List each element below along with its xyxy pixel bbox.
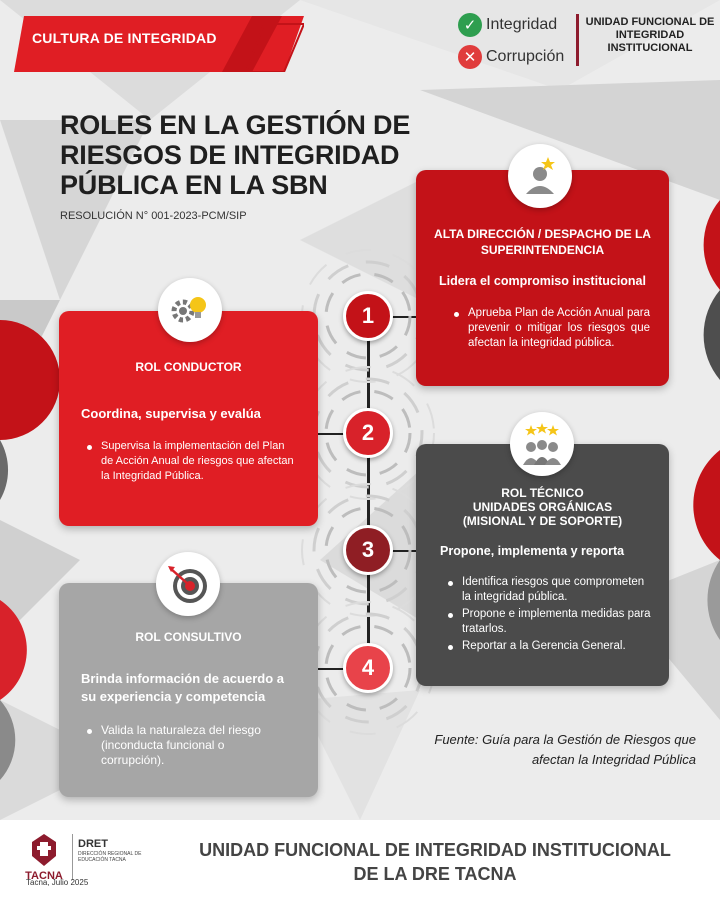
heading-line: UNIDADES ORGÁNICAS (472, 500, 613, 514)
list-item: Identifica riesgos que comprometen la in… (446, 575, 656, 605)
resolution-subtitle: RESOLUCIÓN N° 001-2023-PCM/SIP (60, 210, 247, 222)
star-person-icon (526, 157, 555, 194)
logo-tacna-text: TACNA (25, 870, 63, 882)
legend-corrupcion: ✕ Corrupción (458, 42, 578, 72)
team-stars-badge (510, 412, 574, 476)
card-rol-conductor: ROL CONDUCTOR Coordina, supervisa y eval… (59, 311, 318, 526)
tacna-emblem-icon (32, 834, 56, 866)
legend-integridad: ✓ Integridad (458, 10, 578, 40)
heading-line: ROL TÉCNICO (501, 486, 584, 500)
unit-title-line: INTEGRIDAD (615, 29, 685, 41)
footer-date: Tacna, Julio 2025 (26, 878, 89, 887)
card-subheading: Lidera el compromiso institucional (439, 274, 646, 288)
target-badge (156, 552, 220, 616)
banner-shape (14, 16, 304, 72)
card-list: Aprueba Plan de Acción Anual para preven… (452, 306, 650, 353)
logo-dret-text: DRET (78, 838, 108, 850)
heading-line: SUPERINTENDENCIA (480, 243, 605, 257)
cross-icon: ✕ (458, 45, 482, 69)
unit-title-line: UNIDAD FUNCIONAL DE (585, 16, 715, 28)
card-heading: ROL CONDUCTOR (135, 360, 242, 374)
footer-title-line: DE LA DRE TACNA (353, 864, 517, 884)
legend-label: Corrupción (486, 48, 565, 65)
list-item: Valida la naturaleza del riesgo (incondu… (85, 723, 281, 768)
footer-title: UNIDAD FUNCIONAL DE INTEGRIDAD INSTITUCI… (150, 838, 720, 886)
subheading-line: Brinda información de acuerdo a (81, 671, 284, 686)
step-4-node: 4 (343, 643, 393, 693)
subheading-line: su experiencia y competencia (81, 689, 266, 704)
connector-3 (392, 550, 418, 552)
step-2-node: 2 (343, 408, 393, 458)
list-item: Supervisa la implementación del Plan de … (85, 439, 297, 484)
gears-bulb-badge (158, 278, 222, 342)
gears-bulb-icon (171, 297, 206, 323)
team-stars-icon (523, 423, 561, 465)
list-item: Aprueba Plan de Acción Anual para preven… (452, 306, 650, 351)
source-note: Fuente: Guía para la Gestión de Riesgos … (400, 730, 696, 770)
source-line: afectan la Integridad Pública (531, 752, 696, 767)
title-line: RIESGOS DE INTEGRIDAD (60, 140, 400, 170)
card-heading: ROL CONSULTIVO (135, 630, 242, 644)
title-line: ROLES EN LA GESTIÓN DE (60, 110, 411, 140)
step-1-node: 1 (343, 291, 393, 341)
card-subheading: Brinda información de acuerdo a su exper… (81, 670, 311, 706)
page-title: ROLES EN LA GESTIÓN DE RIESGOS DE INTEGR… (60, 110, 420, 200)
integrity-legend: ✓ Integridad ✕ Corrupción (458, 10, 578, 74)
banner-label: CULTURA DE INTEGRIDAD (32, 30, 217, 46)
footer: TACNA DRET DIRECCIÓN REGIONAL DE EDUCACI… (0, 820, 720, 900)
unit-title-line: INSTITUCIONAL (607, 42, 693, 54)
unit-title: UNIDAD FUNCIONAL DE INTEGRIDAD INSTITUCI… (584, 16, 716, 55)
connector-4 (318, 668, 344, 670)
card-list: Identifica riesgos que comprometen la in… (446, 575, 656, 656)
footer-title-line: UNIDAD FUNCIONAL DE INTEGRIDAD INSTITUCI… (199, 840, 671, 860)
star-person-badge (508, 144, 572, 208)
dret-logo: TACNA DRET DIRECCIÓN REGIONAL DE EDUCACI… (16, 830, 146, 888)
card-rol-tecnico: ROL TÉCNICO UNIDADES ORGÁNICAS (MISIONAL… (416, 444, 669, 686)
title-line: PÚBLICA EN LA SBN (60, 170, 328, 200)
source-line: Fuente: Guía para la Gestión de Riesgos … (434, 732, 696, 747)
card-heading: ALTA DIRECCIÓN / DESPACHO DE LA SUPERINT… (416, 226, 669, 258)
step-3-node: 3 (343, 525, 393, 575)
card-heading: ROL TÉCNICO UNIDADES ORGÁNICAS (MISIONAL… (416, 486, 669, 528)
list-item: Reportar a la Gerencia General. (446, 639, 656, 654)
legend-label: Integridad (486, 16, 558, 33)
background-facets (0, 0, 720, 820)
connector-2 (318, 433, 344, 435)
card-alta-direccion: ALTA DIRECCIÓN / DESPACHO DE LA SUPERINT… (416, 170, 669, 386)
check-icon: ✓ (458, 13, 482, 37)
list-item: Propone e implementa medidas para tratar… (446, 607, 656, 637)
logo-dret-subtext: DIRECCIÓN REGIONAL DE EDUCACIÓN TACNA (78, 851, 142, 863)
card-list: Supervisa la implementación del Plan de … (85, 439, 297, 486)
card-rol-consultivo: ROL CONSULTIVO Brinda información de acu… (59, 583, 318, 797)
connector-1 (392, 316, 418, 318)
card-subheading: Coordina, supervisa y evalúa (81, 406, 261, 421)
logo-divider (72, 834, 73, 880)
legend-divider (576, 14, 579, 66)
target-icon (168, 566, 207, 603)
card-list: Valida la naturaleza del riesgo (incondu… (85, 723, 281, 770)
heading-line: (MISIONAL Y DE SOPORTE) (462, 514, 623, 528)
heading-line: ALTA DIRECCIÓN / DESPACHO DE LA (434, 227, 651, 241)
card-subheading: Propone, implementa y reporta (440, 544, 625, 558)
